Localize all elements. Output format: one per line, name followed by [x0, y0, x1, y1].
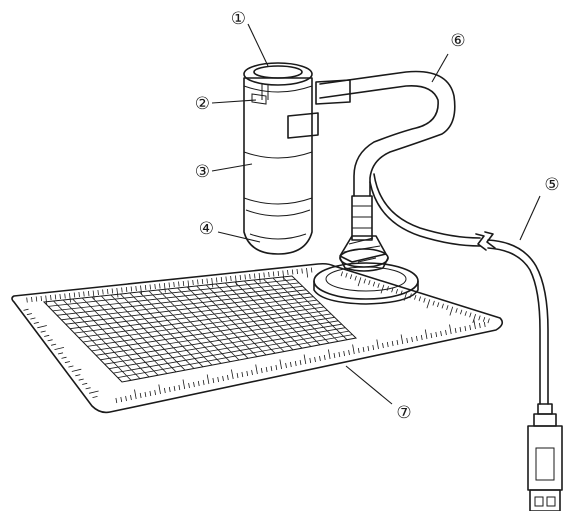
leader-5	[519, 195, 541, 241]
callout-7: ⑦	[396, 403, 411, 423]
callout-4: ④	[199, 219, 214, 239]
usb-plug	[527, 403, 563, 511]
leader-2	[211, 99, 257, 104]
leader-4	[217, 231, 261, 243]
leader-1	[247, 23, 269, 67]
callout-leaders	[211, 23, 541, 405]
leader-6	[431, 53, 449, 83]
callouts: ① ② ③ ④ ⑤ ⑥ ⑦	[195, 9, 560, 423]
callout-3: ③	[195, 162, 210, 182]
plate-ruler-ticks	[23, 267, 490, 404]
callout-6: ⑥	[450, 31, 465, 51]
leader-7	[345, 365, 393, 405]
measuring-plate	[11, 262, 504, 414]
measurement-grid	[42, 275, 358, 383]
usb-cable	[369, 173, 549, 405]
leader-3	[211, 163, 253, 172]
callout-2: ②	[195, 94, 210, 114]
callout-5: ⑤	[544, 175, 559, 195]
flexible-arm	[287, 70, 456, 197]
suction-stand	[313, 195, 419, 305]
microscope-body	[243, 62, 313, 255]
callout-1: ①	[231, 9, 246, 29]
